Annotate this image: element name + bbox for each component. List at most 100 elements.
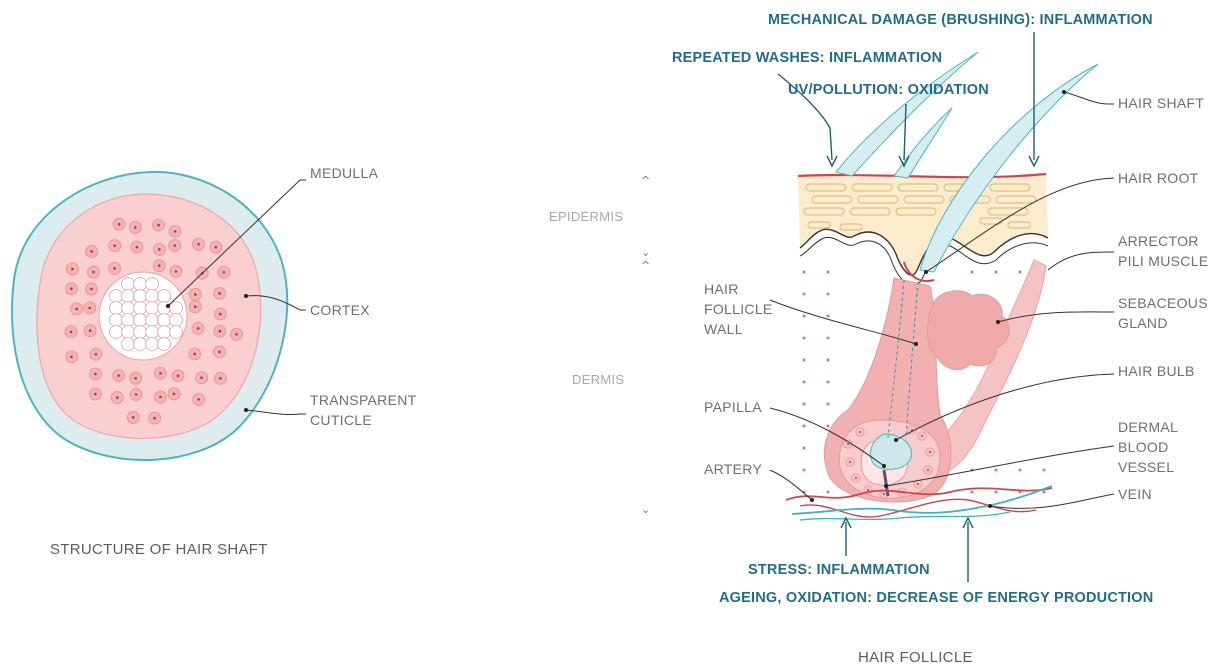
follicle-wall-label-line2: FOLLICLE: [704, 301, 773, 317]
cell-nucleus: [89, 329, 92, 332]
cell-nucleus: [867, 489, 869, 491]
cell-nucleus: [92, 271, 95, 274]
cell-nucleus: [219, 377, 222, 380]
arrector-label-line1: ARRECTOR: [1118, 233, 1199, 249]
cuticle-leader-dot: [244, 408, 248, 412]
medulla-cell: [134, 302, 147, 315]
dermis-dot: [995, 469, 998, 472]
dermis-dot: [803, 359, 806, 362]
medulla-cell: [122, 326, 135, 339]
medulla-cell: [170, 314, 183, 327]
dermis-dot: [827, 403, 830, 406]
cell-nucleus: [917, 483, 919, 485]
cell-nucleus: [883, 493, 885, 495]
hair-shaft-label: HAIR SHAFT: [1118, 95, 1204, 111]
cell-nucleus: [70, 331, 73, 334]
hair-bulb-label: HAIR BULB: [1118, 363, 1195, 379]
medulla-cell: [146, 314, 159, 327]
cell-nucleus: [116, 396, 119, 399]
epidermis-label: EPIDERMIS: [549, 209, 623, 224]
follicle-wall-leader-dot: [914, 342, 918, 346]
medulla-cell: [134, 326, 147, 339]
cell-nucleus: [200, 376, 203, 379]
vein-line-2: [800, 512, 1010, 520]
cell-nucleus: [927, 469, 929, 471]
medulla-leader-dot: [166, 304, 170, 308]
cell-nucleus: [134, 377, 137, 380]
dermis-dot: [803, 403, 806, 406]
medulla-cell: [146, 302, 159, 315]
dermis-label: DERMIS: [572, 372, 624, 387]
dermis-dot: [803, 469, 806, 472]
dermis-dot: [1019, 271, 1022, 274]
hair-shaft-section: MEDULLA CORTEX TRANSPARENT CUTICLE STRUC…: [12, 165, 417, 558]
hair-follicle-caption: HAIR FOLLICLE: [858, 649, 973, 666]
cortex-leader-dot: [244, 294, 248, 298]
medulla-cell: [122, 314, 135, 327]
dermis-dot: [827, 381, 830, 384]
cell-nucleus: [159, 372, 162, 375]
cell-nucleus: [177, 375, 180, 378]
cell-nucleus: [855, 477, 857, 479]
cell-nucleus: [158, 264, 161, 267]
dermis-dot: [827, 271, 830, 274]
cell-nucleus: [75, 308, 78, 311]
dermis-dot: [803, 447, 806, 450]
cell-nucleus: [194, 293, 197, 296]
artery-label: ARTERY: [704, 461, 762, 477]
hair-follicle-illustration: [786, 52, 1098, 520]
ageing-label: AGEING, OXIDATION: DECREASE OF ENERGY PR…: [719, 590, 1153, 606]
cell-nucleus: [159, 396, 162, 399]
dermis-dot: [971, 491, 974, 494]
cell-nucleus: [88, 307, 91, 310]
cell-nucleus: [70, 287, 73, 290]
dermis-dot: [1019, 469, 1022, 472]
cell-nucleus: [90, 250, 93, 253]
chevron-down-icon: ⌄: [641, 503, 650, 516]
medulla-cell: [170, 326, 183, 339]
cell-nucleus: [223, 271, 226, 274]
dermis-dot: [971, 271, 974, 274]
medulla-cell: [134, 338, 147, 351]
cortex-label: CORTEX: [310, 302, 370, 318]
cell-nucleus: [132, 416, 135, 419]
dermis-dot: [827, 337, 830, 340]
dermal-label-line2: BLOOD: [1118, 439, 1169, 455]
medulla-cell: [134, 278, 147, 291]
stress-label: STRESS: INFLAMMATION: [748, 562, 930, 578]
cell-nucleus: [95, 353, 98, 356]
dermis-dot: [1043, 491, 1046, 494]
cuticle-leader: [246, 410, 306, 415]
cell-nucleus: [235, 333, 238, 336]
dermis-dot: [803, 425, 806, 428]
cell-nucleus: [921, 435, 923, 437]
hair-root-label: HAIR ROOT: [1118, 170, 1199, 186]
cell-nucleus: [157, 224, 160, 227]
hair-shaft-leader-dot: [1062, 90, 1066, 94]
layer-markers: ^ EPIDERMIS ⌄ ^ DERMIS ⌄: [549, 174, 650, 516]
cell-nucleus: [71, 268, 74, 271]
uv-pollution-label: UV/POLLUTION: OXIDATION: [788, 82, 989, 98]
cell-nucleus: [174, 230, 177, 233]
medulla-cell: [122, 338, 135, 351]
cell-nucleus: [849, 461, 851, 463]
medulla-cell: [134, 314, 147, 327]
dermis-dot: [803, 271, 806, 274]
vein-label: VEIN: [1118, 486, 1152, 502]
hair-shaft-leader: [1064, 92, 1114, 104]
medulla-cell: [110, 302, 123, 315]
dermis-dot: [803, 293, 806, 296]
medulla-cell: [122, 278, 135, 291]
arrector-leader: [1048, 252, 1114, 270]
medulla-cell: [170, 302, 183, 315]
medulla-cell: [122, 302, 135, 315]
medulla-cell: [146, 326, 159, 339]
dermal-label-line1: DERMAL: [1118, 419, 1178, 435]
cell-nucleus: [173, 393, 176, 396]
medulla-cell: [158, 326, 171, 339]
follicle-wall-label-line1: HAIR: [704, 281, 739, 297]
dermis-dot: [827, 425, 830, 428]
cell-nucleus: [173, 244, 176, 247]
cell-nucleus: [113, 267, 116, 270]
